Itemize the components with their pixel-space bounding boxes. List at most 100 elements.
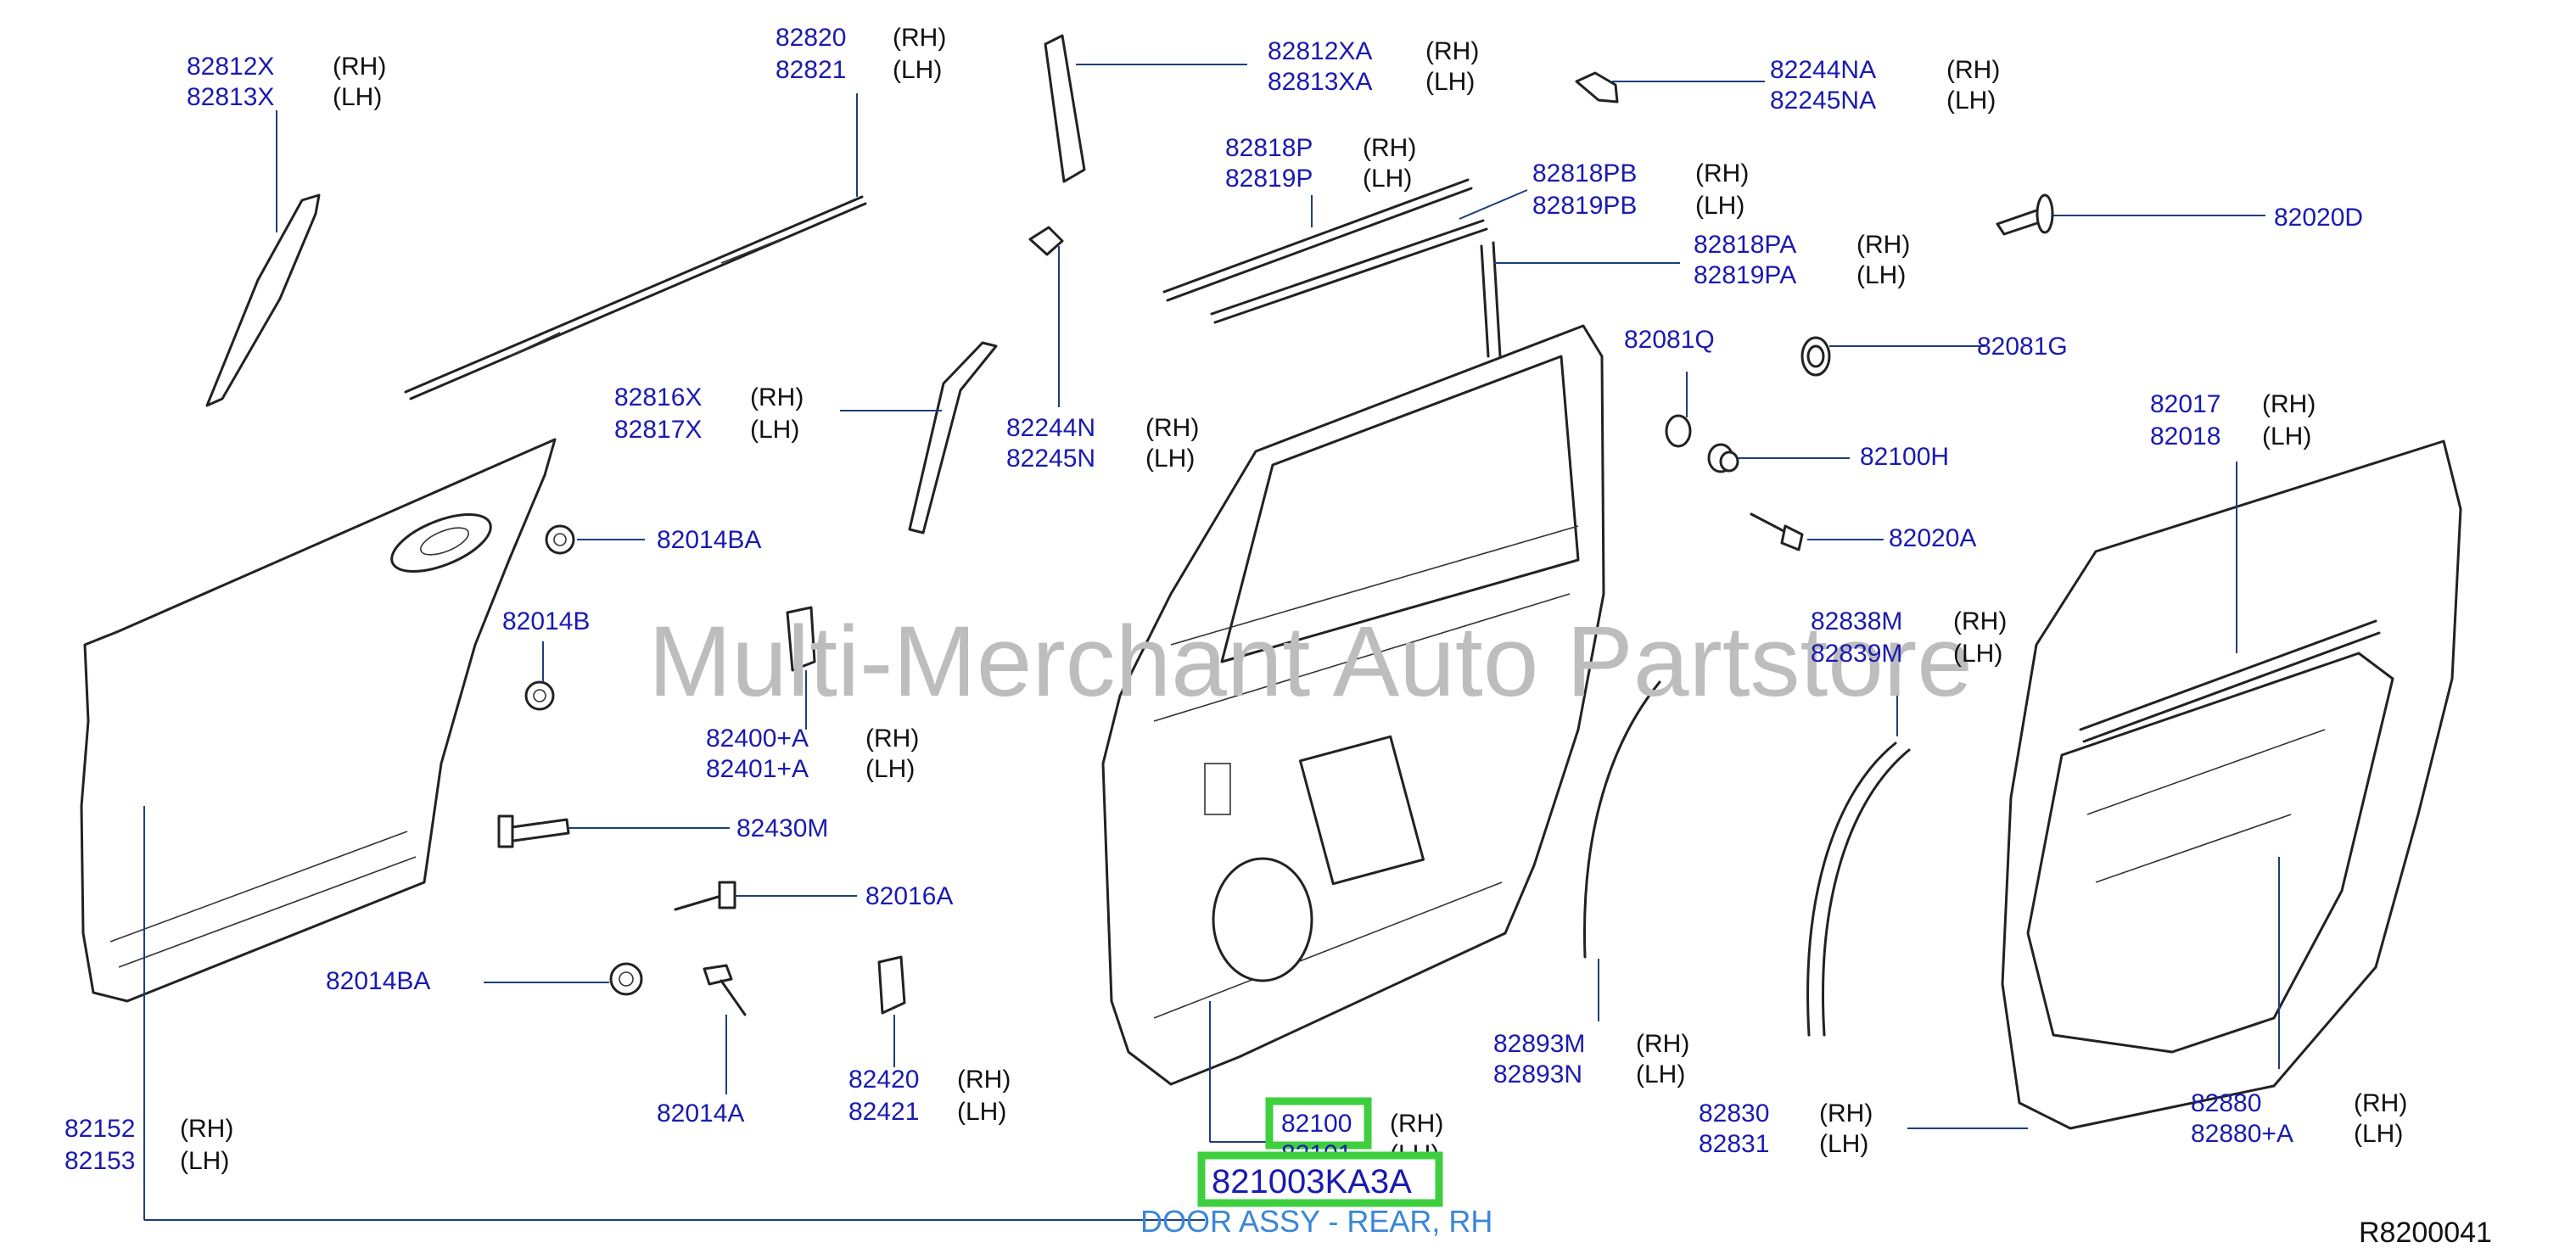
callout-82818pa[interactable]: 82818PA 82819PA (RH) (LH): [1694, 231, 1910, 289]
side-label: (LH): [1946, 87, 1996, 115]
part-number[interactable]: 82818PB: [1532, 159, 1637, 187]
callout-82244na[interactable]: 82244NA 82245NA (RH) (LH): [1770, 56, 2000, 115]
part-number[interactable]: 82819PA: [1694, 261, 1796, 289]
callout-82830[interactable]: 82830 82831 (RH) (LH): [1699, 1100, 1873, 1158]
part-drawing-82152-outer-skin: [80, 438, 557, 1003]
part-number[interactable]: 82081G: [1977, 333, 2068, 361]
callout-82400a[interactable]: 82400+A 82401+A (RH) (LH): [706, 725, 919, 783]
part-number[interactable]: 82430M: [736, 814, 828, 842]
part-number[interactable]: 82020A: [1889, 524, 1976, 552]
part-number[interactable]: 82245NA: [1770, 87, 1876, 115]
part-number[interactable]: 82812X: [187, 53, 274, 81]
selected-part-number[interactable]: 821003KA3A: [1212, 1163, 1412, 1200]
part-number[interactable]: 82420: [848, 1066, 919, 1094]
part-drawing-82244na: [1575, 71, 1619, 104]
part-number[interactable]: 82819P: [1225, 165, 1313, 193]
part-number[interactable]: 82893N: [1493, 1060, 1582, 1088]
side-label: (RH): [2262, 390, 2316, 418]
part-drawing-82818pa: [1480, 241, 1502, 358]
part-drawing-82818p: [1162, 178, 1488, 324]
part-number[interactable]: 82813XA: [1268, 68, 1372, 96]
part-number[interactable]: 82081Q: [1624, 326, 1715, 354]
part-number[interactable]: 82880+A: [2191, 1120, 2293, 1148]
side-label: (RH): [1390, 1110, 1443, 1138]
highlight-box-82100: [1265, 1097, 1372, 1150]
side-label: (RH): [1953, 607, 2007, 635]
part-number[interactable]: 82821: [776, 56, 846, 84]
callout-82816x[interactable]: 82816X 82817X (RH) (LH): [614, 383, 804, 444]
selected-part-banner[interactable]: 821003KA3A DOOR ASSY - REAR, RH: [1140, 1151, 1492, 1239]
callout-82818pb[interactable]: 82818PB 82819PB (RH) (LH): [1532, 159, 1749, 220]
part-number[interactable]: 82014BA: [657, 526, 761, 554]
part-number[interactable]: 82818PA: [1694, 231, 1796, 259]
callout-82880[interactable]: 82880 82880+A (RH) (LH): [2191, 1089, 2407, 1148]
side-label: (RH): [1425, 37, 1479, 65]
part-number[interactable]: 82817X: [614, 416, 702, 444]
callout-82430m[interactable]: 82430M: [736, 814, 828, 842]
part-number[interactable]: 82812XA: [1268, 37, 1372, 65]
callout-82014a[interactable]: 82014A: [657, 1100, 744, 1128]
part-number[interactable]: 82153: [64, 1147, 135, 1175]
side-label: (RH): [1856, 231, 1910, 259]
part-number[interactable]: 82893M: [1493, 1030, 1585, 1058]
part-number[interactable]: 82831: [1699, 1130, 1769, 1158]
part-number[interactable]: 82014BA: [326, 967, 430, 995]
part-number[interactable]: 82820: [776, 24, 846, 52]
part-drawing-82430m: [497, 814, 570, 848]
callout-82838m[interactable]: 82838M 82839M (RH) (LH): [1811, 607, 2007, 668]
callout-82152[interactable]: 82152 82153 (RH) (LH): [64, 1115, 233, 1175]
part-number[interactable]: 82880: [2191, 1089, 2261, 1117]
part-drawing-82014ba-top: [545, 524, 575, 555]
side-label: (RH): [750, 383, 804, 411]
callout-82820[interactable]: 82820 82821 (RH) (LH): [776, 24, 946, 84]
callout-82020d[interactable]: 82020D: [2274, 204, 2363, 232]
part-number[interactable]: 82401+A: [706, 755, 809, 783]
callout-82020a[interactable]: 82020A: [1889, 524, 1976, 552]
side-label: (RH): [333, 53, 386, 81]
part-number[interactable]: 82830: [1699, 1100, 1769, 1128]
part-drawing-82081g: [1800, 336, 1831, 377]
part-number[interactable]: 82400+A: [706, 725, 809, 753]
part-number[interactable]: 82020D: [2274, 204, 2363, 232]
part-number[interactable]: 82014B: [502, 607, 590, 635]
part-number[interactable]: 82100H: [1860, 443, 1949, 471]
callout-82244n[interactable]: 82244N 82245N (RH) (LH): [1006, 414, 1199, 473]
part-number[interactable]: 82016A: [865, 882, 953, 910]
callout-82014ba-bottom[interactable]: 82014BA: [326, 967, 430, 995]
part-number[interactable]: 82813X: [187, 83, 274, 111]
part-number[interactable]: 82421: [848, 1098, 919, 1126]
part-number[interactable]: 82839M: [1811, 640, 1902, 668]
part-drawing-82100h: [1707, 443, 1739, 473]
callout-82818p[interactable]: 82818P 82819P (RH) (LH): [1225, 134, 1416, 193]
part-drawing-82816x: [908, 341, 998, 534]
callout-82893m[interactable]: 82893M 82893N (RH) (LH): [1493, 1030, 1689, 1088]
side-label: (LH): [1819, 1130, 1868, 1158]
callout-82100h[interactable]: 82100H: [1860, 443, 1949, 471]
callout-82812x[interactable]: 82812X 82813X (RH) (LH): [187, 53, 386, 111]
part-drawing-82014ba-bottom: [609, 962, 643, 996]
callout-82014ba-top[interactable]: 82014BA: [657, 526, 761, 554]
part-number[interactable]: 82014A: [657, 1100, 744, 1128]
part-number[interactable]: 82838M: [1811, 607, 1902, 635]
part-number[interactable]: 82017: [2150, 390, 2220, 418]
part-number[interactable]: 82819PB: [1532, 192, 1637, 220]
part-number[interactable]: 82018: [2150, 422, 2220, 450]
part-drawing-82420: [877, 955, 906, 1015]
callout-82017[interactable]: 82017 82018 (RH) (LH): [2150, 390, 2316, 450]
side-label: (RH): [957, 1066, 1011, 1094]
callout-82420[interactable]: 82420 82421 (RH) (LH): [848, 1066, 1011, 1126]
callout-82014b[interactable]: 82014B: [502, 607, 590, 635]
part-number[interactable]: 82818P: [1225, 134, 1313, 162]
part-drawing-82020d: [1996, 193, 2054, 236]
part-number[interactable]: 82816X: [614, 383, 702, 411]
part-number[interactable]: 82152: [64, 1115, 135, 1143]
callout-82081g[interactable]: 82081G: [1977, 333, 2068, 361]
part-number[interactable]: 82245N: [1006, 445, 1095, 473]
callout-82081q[interactable]: 82081Q: [1624, 326, 1715, 354]
part-number[interactable]: 82244NA: [1770, 56, 1876, 84]
part-number-highlighted[interactable]: 82100: [1281, 1110, 1352, 1138]
callout-82016a[interactable]: 82016A: [865, 882, 953, 910]
part-number[interactable]: 82244N: [1006, 414, 1095, 442]
side-label: (LH): [865, 755, 915, 783]
callout-82812xa[interactable]: 82812XA 82813XA (RH) (LH): [1268, 37, 1479, 96]
